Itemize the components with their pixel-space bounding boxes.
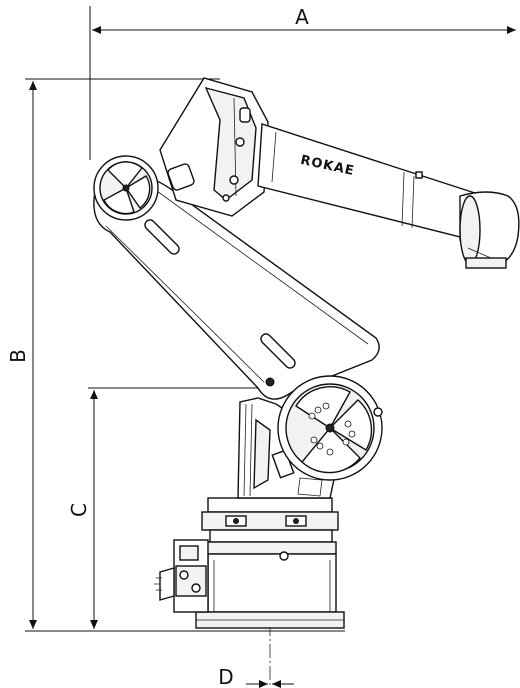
- j2-rotor: [265, 375, 383, 481]
- dimension-b-label: B: [6, 349, 30, 363]
- robot-forearm-tube: ROKAE: [257, 123, 489, 245]
- robot-base: [154, 497, 345, 629]
- dimension-b: B: [6, 78, 220, 629]
- robot-wrist: [459, 191, 520, 269]
- dimension-c-label: C: [67, 503, 91, 517]
- dimension-c: C: [67, 387, 272, 629]
- robot-forearm-housing: [159, 77, 269, 217]
- j3-rotor: [93, 155, 159, 221]
- dimension-a: A: [89, 5, 516, 160]
- dimension-a-label: A: [295, 5, 309, 29]
- dimension-d-label: D: [218, 665, 233, 688]
- robot-upper-arm: [93, 175, 380, 400]
